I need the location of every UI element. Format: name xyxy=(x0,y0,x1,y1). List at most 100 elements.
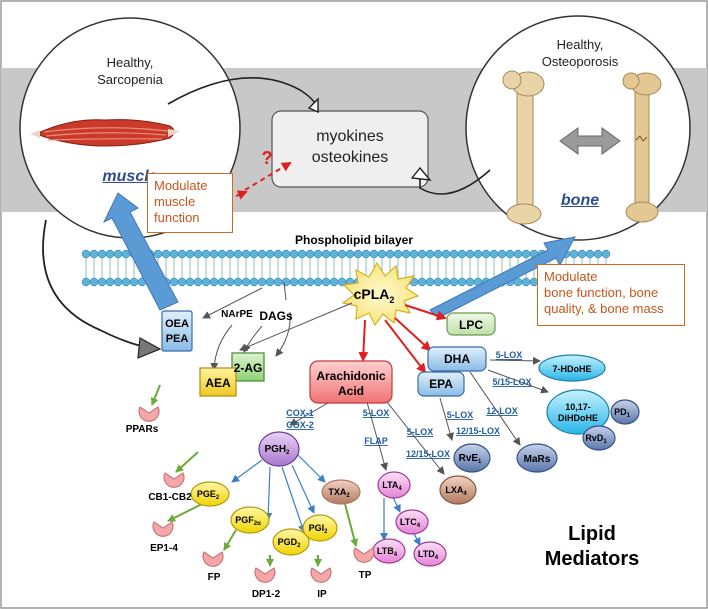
fp-label: FP xyxy=(208,572,221,583)
pge2-ellipse xyxy=(190,481,230,507)
lipid-mediators-title-2: Mediators xyxy=(545,548,639,570)
modulate-bone-line-2: bone function, bone xyxy=(544,285,659,300)
dihdohe-label-1: 10,17- xyxy=(565,402,591,412)
epa-label: EPA xyxy=(429,377,453,391)
pge2-label: PGE2 xyxy=(197,489,220,501)
bone-header: Healthy, Osteoporosis xyxy=(510,36,650,70)
lipid-nodes xyxy=(161,310,640,567)
cpla2-label: cPLA2 xyxy=(354,286,395,305)
pgf2a-label: PGF2α xyxy=(235,515,261,527)
osteokines-label: osteokines xyxy=(311,149,389,166)
hdohe7-label: 7-HDoHE xyxy=(552,364,591,374)
lox12-label: 12-LOX xyxy=(486,406,518,416)
lox5-dha-label: 5-LOX xyxy=(496,350,523,360)
dha-label: DHA xyxy=(444,352,470,366)
pathway-arrows xyxy=(150,281,549,567)
pgh2-ellipse xyxy=(258,431,300,467)
two-ag-label: 2-AG xyxy=(234,361,263,375)
ltc4-label: LTC4 xyxy=(400,517,421,529)
ltd4-ellipse xyxy=(413,541,447,567)
muscle-illustration xyxy=(30,119,180,147)
txa2-label: TXA2 xyxy=(328,487,350,499)
lox5-aa-label: 5-LOX xyxy=(363,408,390,418)
two-ag-box xyxy=(231,352,265,382)
lxa4-ellipse xyxy=(439,475,477,505)
tp-label: TP xyxy=(359,570,372,581)
lipid-mediators-title-1: Lipid xyxy=(568,523,616,545)
cb-label: CB1-CB2 xyxy=(148,492,192,503)
modulate-bone-box: Modulate bone function, bone quality, & … xyxy=(537,264,685,326)
oea-label: OEA xyxy=(165,318,189,330)
ip-label: IP xyxy=(317,589,327,600)
blue-arrow-to-bone xyxy=(429,236,576,319)
modulate-muscle-line-3: function xyxy=(154,210,200,225)
comparison-double-arrow xyxy=(559,127,621,155)
receptor-shapes xyxy=(138,406,375,583)
lta4-label: LTA4 xyxy=(382,480,402,492)
cb-receptor xyxy=(163,472,185,488)
ppars-receptor xyxy=(138,406,160,422)
rve1-ellipse xyxy=(453,443,491,473)
dp-receptor xyxy=(254,567,276,583)
lox1215-a-label: 12/15-LOX xyxy=(406,449,450,459)
modulate-bone-line-1: Modulate xyxy=(544,269,598,284)
pgf2a-ellipse xyxy=(230,506,270,534)
tp-receptor xyxy=(353,547,375,563)
arachidonic-acid-box xyxy=(309,360,393,404)
pgi2-label: PGI2 xyxy=(309,523,329,535)
muscle-header-line-2: Sarcopenia xyxy=(97,72,163,87)
muscle-label: muscle xyxy=(102,168,158,185)
narpe-label: NArPE xyxy=(221,309,253,320)
lpc-label: LPC xyxy=(459,318,483,332)
lox5-b-label: 5-LOX xyxy=(407,427,434,437)
lpc-box xyxy=(446,312,496,336)
question-mark: ? xyxy=(262,148,273,168)
bone-to-osteokines-arrow xyxy=(419,169,491,195)
osteoporotic-bone-illustration xyxy=(622,72,662,223)
blue-arrow-to-muscle xyxy=(102,192,179,311)
ppars-label: PPARs xyxy=(126,424,159,435)
ep-label: EP1-4 xyxy=(150,543,178,554)
rvd1-ellipse xyxy=(582,425,616,451)
lxa4-label: LXA4 xyxy=(445,485,467,497)
ltb4-label: LTB4 xyxy=(377,546,398,558)
dihdohe-ellipse xyxy=(546,389,610,435)
ip-receptor xyxy=(310,567,332,583)
pgd2-label: PGD2 xyxy=(278,537,302,549)
healthy-bone-illustration xyxy=(502,70,545,225)
lox5-epa-label: 5-LOX xyxy=(447,410,474,420)
aa-label-2: Acid xyxy=(338,384,364,398)
pgh2-label: PGH2 xyxy=(264,444,290,456)
dha-box xyxy=(427,346,487,372)
lox515-label: 5/15-LOX xyxy=(492,377,531,387)
myokines-box xyxy=(271,110,429,188)
bone-header-line-2: Osteoporosis xyxy=(541,54,619,69)
aa-label-1: Arachidonic xyxy=(316,369,386,383)
modulate-muscle-box: Modulate muscle function xyxy=(147,173,233,233)
epa-box xyxy=(417,371,465,397)
bone-header-line-1: Healthy, xyxy=(556,37,604,52)
pgi2-ellipse xyxy=(302,514,338,542)
aea-label: AEA xyxy=(205,376,231,390)
mars-label: MaRs xyxy=(524,454,551,465)
cpla2-starburst xyxy=(341,261,420,327)
aea-box xyxy=(199,367,237,397)
muscle-header: Healthy, Sarcopenia xyxy=(60,54,200,88)
mars-ellipse xyxy=(516,443,558,473)
cox1-label: COX-1 xyxy=(286,408,314,418)
modulate-muscle-line-2: muscle xyxy=(154,194,196,209)
bone-label: bone xyxy=(560,192,600,209)
hdohe7-ellipse xyxy=(538,354,606,382)
node-labels: OEA PEA 2-AG AEA LPC Arachidonic Acid DH… xyxy=(126,148,640,600)
lox1215-b-label: 12/15-LOX xyxy=(456,426,500,436)
cox2-label: COX-2 xyxy=(286,420,314,430)
myokines-text: myokines osteokines xyxy=(272,126,428,168)
membrane-label: Phospholipid bilayer xyxy=(295,233,413,247)
pgd2-ellipse xyxy=(272,528,310,556)
rve1-label: RvE1 xyxy=(459,453,482,465)
rvd1-label: RvD1 xyxy=(585,433,607,445)
pea-label: PEA xyxy=(166,333,189,345)
fp-receptor xyxy=(202,551,224,567)
oea-pea-box xyxy=(161,310,193,352)
